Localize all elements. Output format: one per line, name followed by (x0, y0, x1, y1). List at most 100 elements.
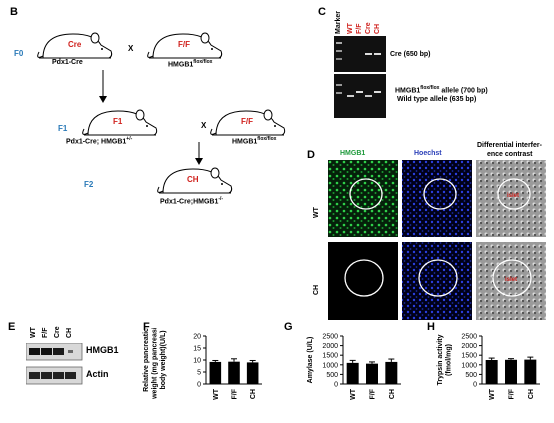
islet-label-wt: islet (507, 193, 520, 199)
micrograph-wt-hmgb1 (328, 160, 398, 237)
bar (246, 362, 259, 384)
y-tick-label: 1000 (461, 362, 477, 369)
y-tick-label: 2000 (461, 343, 477, 350)
panel-g-letter: G (284, 321, 293, 333)
y-tick-label: 2500 (322, 334, 338, 341)
lane-wt: WT (347, 23, 354, 34)
micrograph-ch-hmgb1 (328, 242, 398, 320)
y-axis-label: Relative pancreatic (143, 328, 150, 392)
panel-h-letter: H (427, 321, 435, 333)
panel-f-letter: F (143, 321, 150, 333)
blot-lane-labels: WT F/F Cre CH (30, 318, 80, 340)
y-tick-label: 0 (334, 382, 338, 389)
col-header-hoechst: Hoechst (414, 150, 442, 157)
islet-micrographs (328, 160, 546, 320)
y-tick-label: 0 (473, 382, 477, 389)
y-axis-label: Trypsin activity (437, 334, 444, 385)
gel-lane-labels: Marker WT F/F Cre CH (335, 6, 395, 36)
flox-band-ch-lane (374, 91, 381, 93)
lane-ch: CH (374, 23, 381, 34)
x-tick-label: WT (350, 388, 357, 400)
cre-band-ch-lane (374, 53, 381, 55)
x-tick-label: CH (389, 389, 396, 399)
mouse-f1-tag: F1 (113, 117, 123, 126)
western-blot-image (26, 343, 83, 385)
x-tick-label: F/F (509, 388, 516, 399)
micrograph-ch-hoechst (402, 242, 472, 320)
panel-c-letter: C (318, 6, 326, 18)
row-label-wt: WT (313, 207, 320, 218)
x-tick-label: WT (489, 388, 496, 400)
blot-lane-ff: F/F (42, 327, 49, 339)
col-header-dic-1: Differential interfer- (477, 142, 542, 149)
flox-band-label: HMGB1flox/flox allele (700 bp) (395, 85, 488, 95)
lane-marker: Marker (335, 11, 342, 34)
y-tick-label: 0 (197, 382, 201, 389)
lane-ff: F/F (356, 23, 363, 35)
blot-lane-cre: Cre (54, 326, 61, 338)
wt-band-cre-lane (365, 95, 372, 97)
mouse-ff-f1-tag: F/F (241, 117, 253, 126)
y-axis-label: weight (mg pancreas/ g (152, 328, 159, 400)
wt-band-wt-lane (347, 95, 354, 97)
y-tick-label: 1000 (322, 362, 338, 369)
micrograph-wt-dic (476, 160, 546, 237)
generation-f1: F1 (58, 124, 68, 133)
mouse-cre-label: Pdx1-Cre (52, 59, 83, 66)
islet-label-ch: islet (505, 277, 518, 283)
lane-cre: Cre (365, 22, 372, 34)
y-tick-label: 15 (193, 346, 201, 353)
x-tick-label: WT (213, 388, 220, 400)
bar (524, 359, 537, 384)
y-tick-label: 500 (465, 372, 477, 379)
blot-lane-ch: CH (66, 327, 73, 338)
bar (209, 361, 222, 384)
y-axis-label: body weight)(U/L) (160, 330, 167, 389)
mouse-ch-label: Pdx1-Cre;HMGB1-/- (160, 196, 224, 206)
y-tick-label: 10 (193, 358, 201, 365)
bar (505, 359, 517, 384)
blot-label-actin: Actin (86, 369, 109, 379)
bar (385, 361, 398, 384)
cre-band-label: Cre (650 bp) (390, 51, 431, 58)
bar (228, 361, 240, 384)
mouse-f1-label: Pdx1-Cre; HMGB1+/- (66, 136, 133, 146)
y-tick-label: 20 (193, 334, 201, 341)
blot-lane-wt: WT (30, 327, 37, 338)
y-tick-label: 1500 (322, 353, 338, 360)
pcr-gel-image (334, 36, 386, 118)
generation-f0: F0 (14, 49, 24, 58)
col-header-hmgb1: HMGB1 (340, 150, 366, 157)
y-tick-label: 1500 (461, 353, 477, 360)
flox-band-ff-lane (356, 91, 363, 93)
micrograph-wt-hoechst (402, 160, 472, 237)
panel-d-letter: D (307, 149, 315, 161)
x-tick-label: F/F (370, 388, 377, 399)
y-axis-label: (fmol/mg) (446, 344, 453, 376)
mouse-ff-f0-label: HMGB1flox/flox (168, 59, 213, 69)
panel-e-letter: E (8, 321, 16, 333)
wt-band-label: Wild type allele (635 bp) (397, 96, 477, 103)
bar (485, 360, 498, 384)
x-tick-label: CH (250, 389, 257, 399)
y-tick-label: 500 (326, 372, 338, 379)
bar (346, 362, 359, 384)
mouse-ch-tag: CH (187, 175, 199, 184)
cross-symbol-1: X (128, 44, 134, 53)
panel-b-letter: B (10, 6, 18, 18)
y-axis-label: Amylase (U/L) (307, 337, 314, 384)
bar (366, 363, 378, 384)
cre-band-cre-lane (365, 53, 372, 55)
row-label-ch: CH (313, 284, 320, 295)
y-tick-label: 2000 (322, 343, 338, 350)
cross-symbol-2: X (201, 121, 207, 130)
generation-f2: F2 (84, 180, 94, 189)
y-tick-label: 5 (197, 370, 201, 377)
x-tick-label: CH (528, 389, 535, 399)
blot-label-hmgb1: HMGB1 (86, 345, 119, 355)
x-tick-label: F/F (232, 388, 239, 399)
mouse-ff-f1-label: HMGB1flox/flox (232, 136, 277, 146)
